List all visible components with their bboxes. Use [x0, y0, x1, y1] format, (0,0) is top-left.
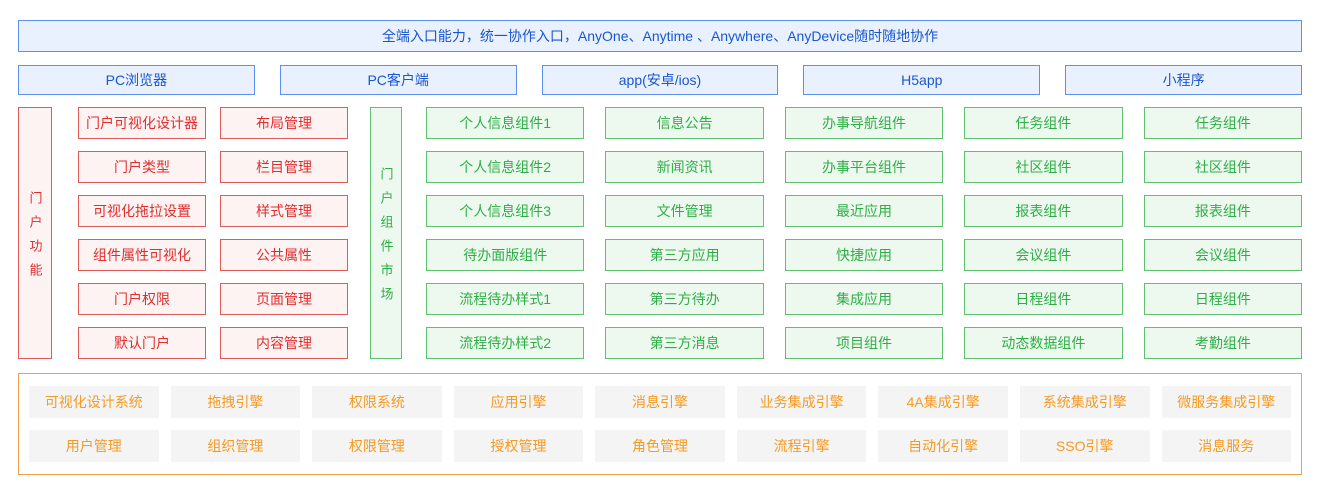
component-box: 快捷应用 — [784, 239, 944, 271]
component-box: 日程组件 — [1143, 283, 1303, 315]
channel-h5app: H5app — [803, 65, 1041, 95]
platform-box: 授权管理 — [453, 430, 584, 462]
portal-function-box: 样式管理 — [220, 195, 348, 227]
portal-function-box: 公共属性 — [220, 239, 348, 271]
portal-function-box: 栏目管理 — [220, 151, 348, 183]
platform-box: 4A集成引擎 — [878, 386, 1008, 418]
component-box: 办事导航组件 — [784, 107, 944, 139]
component-box: 个人信息组件1 — [426, 107, 585, 139]
platform-box: 系统集成引擎 — [1019, 386, 1150, 418]
component-market-vertical-label: 门户组件市场 — [370, 107, 402, 359]
component-box: 个人信息组件3 — [426, 195, 585, 227]
component-column-2: 信息公告 新闻资讯 文件管理 第三方应用 第三方待办 第三方消息 — [605, 107, 764, 359]
component-box: 报表组件 — [964, 195, 1123, 227]
component-box: 新闻资讯 — [605, 151, 764, 183]
component-box: 项目组件 — [784, 327, 944, 359]
component-box: 任务组件 — [964, 107, 1123, 139]
component-box: 集成应用 — [784, 283, 944, 315]
component-box: 流程待办样式2 — [426, 327, 585, 359]
top-banner-text: 全端入口能力，统一协作入口，AnyOne、Anytime 、Anywhere、A… — [381, 28, 939, 44]
component-box: 第三方消息 — [605, 327, 764, 359]
component-box: 社区组件 — [964, 151, 1123, 183]
channel-row: PC浏览器 PC客户端 app(安卓/ios) H5app 小程序 — [18, 65, 1302, 95]
component-box: 最近应用 — [784, 195, 944, 227]
portal-function-box: 页面管理 — [220, 283, 348, 315]
component-box: 社区组件 — [1143, 151, 1303, 183]
platform-box: 拖拽引擎 — [170, 386, 301, 418]
component-column-3: 办事导航组件 办事平台组件 最近应用 快捷应用 集成应用 项目组件 — [784, 107, 944, 359]
component-box: 动态数据组件 — [964, 327, 1123, 359]
component-box: 会议组件 — [964, 239, 1123, 271]
portal-function-box: 门户权限 — [78, 283, 206, 315]
portal-functions-vertical-label: 门户功能 — [18, 107, 52, 359]
portal-function-box: 可视化拖拉设置 — [78, 195, 206, 227]
platform-box: 用户管理 — [29, 430, 159, 462]
platform-box: 权限管理 — [312, 430, 442, 462]
platform-box: 消息服务 — [1161, 430, 1292, 462]
platform-engine-section: 可视化设计系统 拖拽引擎 权限系统 应用引擎 消息引擎 业务集成引擎 4A集成引… — [18, 373, 1302, 475]
platform-box: 消息引擎 — [595, 386, 725, 418]
component-box: 日程组件 — [964, 283, 1123, 315]
portal-functions-title: 门户功能 — [27, 190, 43, 287]
channel-pc-client: PC客户端 — [279, 65, 517, 95]
component-market-title: 门户组件市场 — [378, 166, 394, 311]
portal-function-box: 门户可视化设计器 — [78, 107, 206, 139]
platform-box: SSO引擎 — [1019, 430, 1150, 462]
platform-box: 应用引擎 — [453, 386, 584, 418]
component-box: 个人信息组件2 — [426, 151, 585, 183]
component-box: 信息公告 — [605, 107, 764, 139]
middle-section: 门户功能 门户可视化设计器 门户类型 可视化拖拉设置 组件属性可视化 门户权限 … — [18, 107, 1303, 359]
channel-pc-browser: PC浏览器 — [18, 65, 255, 95]
portal-function-box: 布局管理 — [220, 107, 348, 139]
platform-row-1: 可视化设计系统 拖拽引擎 权限系统 应用引擎 消息引擎 业务集成引擎 4A集成引… — [29, 386, 1292, 418]
component-box: 考勤组件 — [1143, 327, 1303, 359]
portal-function-box: 组件属性可视化 — [78, 239, 206, 271]
component-box: 待办面版组件 — [426, 239, 585, 271]
component-box: 办事平台组件 — [784, 151, 944, 183]
platform-box: 角色管理 — [595, 430, 725, 462]
platform-box: 权限系统 — [312, 386, 442, 418]
platform-box: 可视化设计系统 — [29, 386, 159, 418]
top-banner: 全端入口能力，统一协作入口，AnyOne、Anytime 、Anywhere、A… — [18, 20, 1302, 52]
component-box: 文件管理 — [605, 195, 764, 227]
portal-function-box: 门户类型 — [78, 151, 206, 183]
platform-box: 流程引擎 — [736, 430, 867, 462]
portal-functions-column-1: 门户可视化设计器 门户类型 可视化拖拉设置 组件属性可视化 门户权限 默认门户 — [78, 107, 206, 359]
platform-box: 自动化引擎 — [878, 430, 1008, 462]
portal-function-box: 内容管理 — [220, 327, 348, 359]
component-column-1: 个人信息组件1 个人信息组件2 个人信息组件3 待办面版组件 流程待办样式1 流… — [426, 107, 585, 359]
platform-box: 微服务集成引擎 — [1161, 386, 1292, 418]
channel-app: app(安卓/ios) — [541, 65, 779, 95]
channel-mini-program: 小程序 — [1065, 65, 1302, 95]
platform-box: 业务集成引擎 — [736, 386, 867, 418]
component-box: 流程待办样式1 — [426, 283, 585, 315]
platform-row-2: 用户管理 组织管理 权限管理 授权管理 角色管理 流程引擎 自动化引擎 SSO引… — [29, 430, 1292, 462]
component-box: 任务组件 — [1143, 107, 1303, 139]
component-market-grid: 个人信息组件1 个人信息组件2 个人信息组件3 待办面版组件 流程待办样式1 流… — [426, 107, 1303, 359]
component-box: 第三方应用 — [605, 239, 764, 271]
component-column-4: 任务组件 社区组件 报表组件 会议组件 日程组件 动态数据组件 — [964, 107, 1123, 359]
portal-function-box: 默认门户 — [78, 327, 206, 359]
component-box: 报表组件 — [1143, 195, 1303, 227]
portal-functions-column-2: 布局管理 栏目管理 样式管理 公共属性 页面管理 内容管理 — [220, 107, 348, 359]
component-box: 第三方待办 — [605, 283, 764, 315]
component-box: 会议组件 — [1143, 239, 1303, 271]
platform-box: 组织管理 — [170, 430, 301, 462]
component-column-5: 任务组件 社区组件 报表组件 会议组件 日程组件 考勤组件 — [1143, 107, 1303, 359]
